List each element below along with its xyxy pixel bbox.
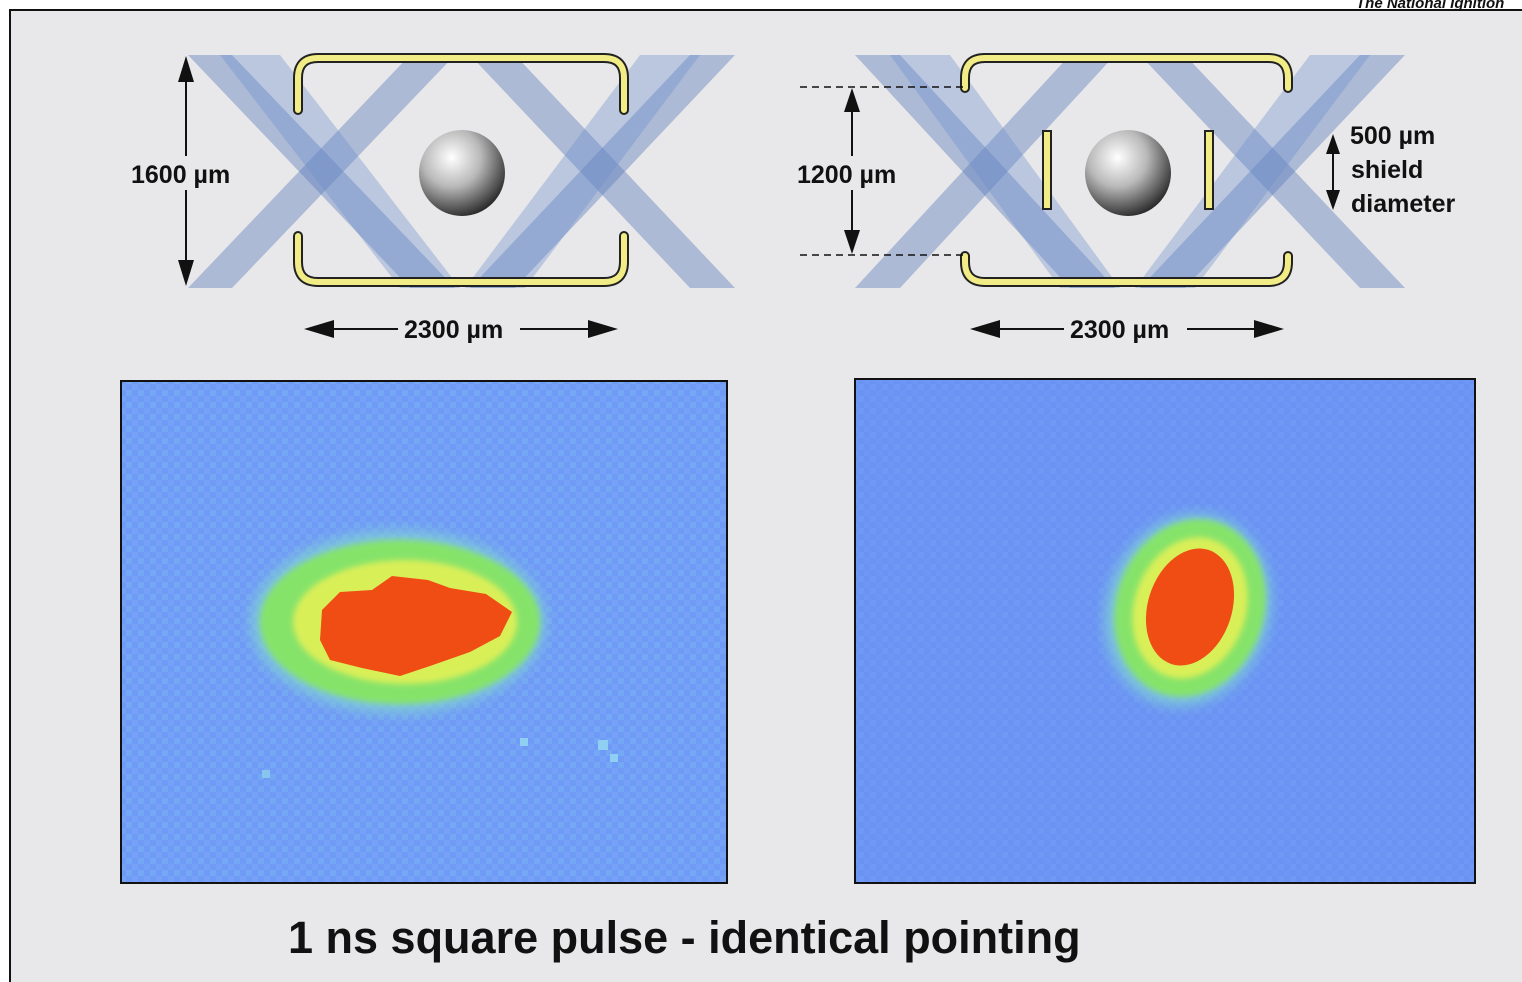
right-xray-image	[854, 378, 1476, 884]
left-laser-beams	[188, 55, 735, 288]
header-text: The National Ignition	[1356, 0, 1504, 12]
left-height-label: 1600 µm	[131, 161, 230, 189]
right-hohlraum-diagram: 1200 µm 500 µm shield diameter 2300 µm	[794, 53, 1455, 344]
right-laser-beams	[855, 55, 1405, 288]
right-height-label: 1200 µm	[797, 161, 896, 189]
shield-label-line-2: shield	[1351, 156, 1423, 184]
right-image-border	[854, 378, 1476, 884]
right-width-arrow	[970, 320, 1284, 338]
left-width-arrow	[304, 320, 618, 338]
shield-diameter-arrow	[1326, 134, 1340, 210]
right-hot-core	[1145, 548, 1235, 666]
right-width-label: 2300 µm	[1070, 316, 1169, 344]
shield-label-line-3: diameter	[1351, 190, 1455, 218]
left-hot-core	[320, 576, 512, 676]
shield-label-line-1: 500 µm	[1350, 122, 1435, 150]
left-capsule	[419, 130, 505, 216]
left-xray-image	[120, 380, 728, 884]
left-hohlraum-diagram: 1600 µm 2300 µm	[128, 53, 735, 344]
right-shield	[1204, 130, 1214, 210]
left-width-label: 2300 µm	[404, 316, 503, 344]
left-image-border	[120, 380, 728, 884]
right-capsule	[1085, 130, 1171, 216]
left-shield	[1042, 130, 1052, 210]
caption: 1 ns square pulse - identical pointing	[288, 912, 1081, 963]
